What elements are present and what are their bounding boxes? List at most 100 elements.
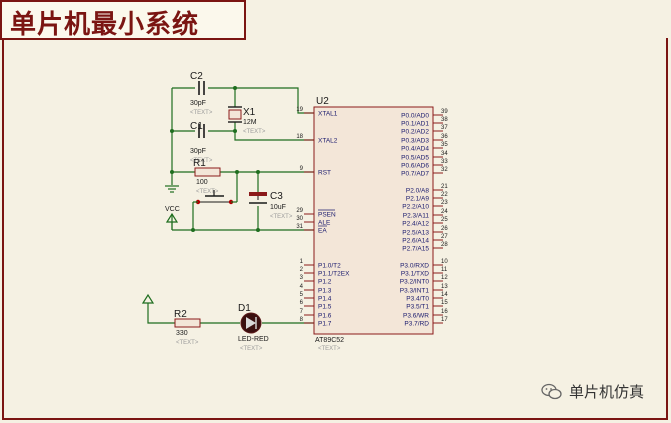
ground-icon [165, 185, 179, 193]
chip-pin-label: XTAL2 [318, 138, 338, 145]
chip-pin-number: 1 [300, 259, 304, 265]
capacitor-c3 [249, 192, 267, 204]
chip-left-pins: 19XTAL118XTAL29RST29PSEN30ALE31EA1P1.0/T… [296, 107, 350, 328]
capacitor-c2 [198, 81, 205, 95]
chip-pin-number: 14 [441, 292, 448, 298]
chip-pin-number: 39 [441, 109, 448, 115]
chip-pin-label: ALE [318, 220, 331, 227]
r1-value: 100 [196, 179, 208, 186]
chip-pin-label: P0.1/AD1 [401, 121, 429, 128]
chip-pin-label: P1.4 [318, 296, 332, 303]
chip-pin-number: 21 [441, 184, 448, 190]
c1-value: 30pF [190, 148, 206, 155]
chip-pin-number: 13 [441, 284, 448, 290]
watermark: 单片机仿真 [541, 381, 644, 402]
chip-pin-label: P2.4/A12 [402, 221, 429, 228]
r1-ref: R1 [193, 158, 206, 169]
chip-pin-number: 30 [296, 216, 303, 222]
chip-pin-label: P2.1/A9 [406, 196, 430, 203]
wire-pwr-r2 [147, 303, 175, 324]
chip-pin-label: P1.6 [318, 313, 332, 320]
chip-pin-number: 37 [441, 125, 448, 131]
chip-pin-number: 25 [441, 217, 448, 223]
chip-pin-number: 32 [441, 167, 448, 173]
chip-pin-label: P2.6/A14 [402, 238, 429, 245]
c3-tag: <TEXT> [270, 214, 293, 220]
chip-part: AT89C52 [315, 337, 344, 344]
chip-pin-number: 6 [300, 300, 304, 306]
r1-tag: <TEXT> [196, 189, 219, 195]
vcc-arrow-icon [165, 212, 179, 230]
c3-value: 10uF [270, 204, 286, 211]
chip-pin-number: 2 [300, 267, 304, 273]
chip-pin-label: P1.7 [318, 321, 332, 328]
junctions [170, 86, 260, 232]
chip-ref: U2 [316, 96, 329, 107]
chip-pin-number: 9 [300, 166, 304, 172]
d1-ref: D1 [238, 303, 251, 314]
x1-value: 12M [243, 119, 257, 126]
c1-tag: <TEXT> [190, 158, 213, 164]
chip-pin-number: 24 [441, 209, 448, 215]
chip-pin-label: P0.6/AD6 [401, 163, 429, 170]
c2-ref: C2 [190, 71, 203, 82]
page-title: 单片机最小系统 [10, 10, 200, 40]
c3-ref: C3 [270, 191, 283, 202]
reset-button[interactable] [193, 190, 237, 205]
chip-pin-number: 10 [441, 259, 448, 265]
chip-pin-label: XTAL1 [318, 111, 338, 118]
d1-value: LED-RED [238, 336, 269, 343]
chip-pin-number: 5 [300, 292, 304, 298]
chip-pin-label: P3.7/RD [404, 321, 429, 328]
chip-pin-number: 19 [296, 107, 303, 113]
led-d1 [240, 312, 262, 334]
chip-pin-label: P2.7/A15 [402, 246, 429, 253]
resistor-r1 [194, 167, 221, 177]
chip-pin-label: P0.0/AD0 [401, 113, 429, 120]
capacitor-c1 [198, 124, 205, 138]
chip-pin-number: 33 [441, 159, 448, 165]
chip-pin-number: 38 [441, 117, 448, 123]
chip-pin-label: P3.1/TXD [401, 271, 429, 278]
chip-pin-label: P3.5/T1 [406, 304, 429, 311]
chip-pin-number: 18 [296, 134, 303, 140]
chip-pin-number: 26 [441, 226, 448, 232]
chip-pin-number: 4 [300, 284, 304, 290]
chip-pin-label: RST [318, 170, 331, 177]
vcc-label: VCC [165, 206, 180, 213]
power-arrow-icon [141, 293, 155, 304]
chip-pin-label: P2.2/A10 [402, 204, 429, 211]
chip-pin-label: P0.7/AD7 [401, 171, 429, 178]
chip-pin-number: 11 [441, 267, 448, 273]
chip-pin-label: P1.2 [318, 279, 332, 286]
chip-right-pins: 39P0.0/AD038P0.1/AD137P0.2/AD236P0.3/AD3… [400, 109, 449, 328]
chip-pin-number: 8 [300, 317, 304, 323]
chip-pin-label: P3.2/INT0 [400, 279, 430, 286]
chip-pin-number: 15 [441, 300, 448, 306]
chip-pin-label: P1.1/T2EX [318, 271, 350, 278]
resistor-r2 [174, 318, 201, 328]
chip-pin-label: P3.6/WR [403, 313, 429, 320]
chip-pin-label: EA [318, 228, 327, 235]
chip-pin-label: P2.3/A11 [403, 213, 430, 220]
drawing-frame [2, 38, 668, 420]
chip-pin-number: 17 [441, 317, 448, 323]
watermark-text: 单片机仿真 [569, 383, 645, 401]
x1-ref: X1 [243, 107, 256, 118]
chip-pin-number: 23 [441, 200, 448, 206]
chip-pin-number: 29 [296, 208, 303, 214]
chip-pin-label: P3.4/T0 [406, 296, 429, 303]
chip-pin-number: 27 [441, 234, 448, 240]
chip-pin-number: 34 [441, 151, 448, 157]
components [141, 81, 267, 334]
chip-pin-label: P1.3 [318, 288, 332, 295]
chip-pin-label: P0.4/AD4 [401, 146, 429, 153]
title-box: 单片机最小系统 [0, 0, 246, 40]
chip-pin-number: 36 [441, 134, 448, 140]
c2-tag: <TEXT> [190, 110, 213, 116]
chip-pin-label: P3.0/RXD [400, 263, 429, 270]
chip-pin-number: 16 [441, 309, 448, 315]
crystal-x1 [228, 106, 242, 123]
